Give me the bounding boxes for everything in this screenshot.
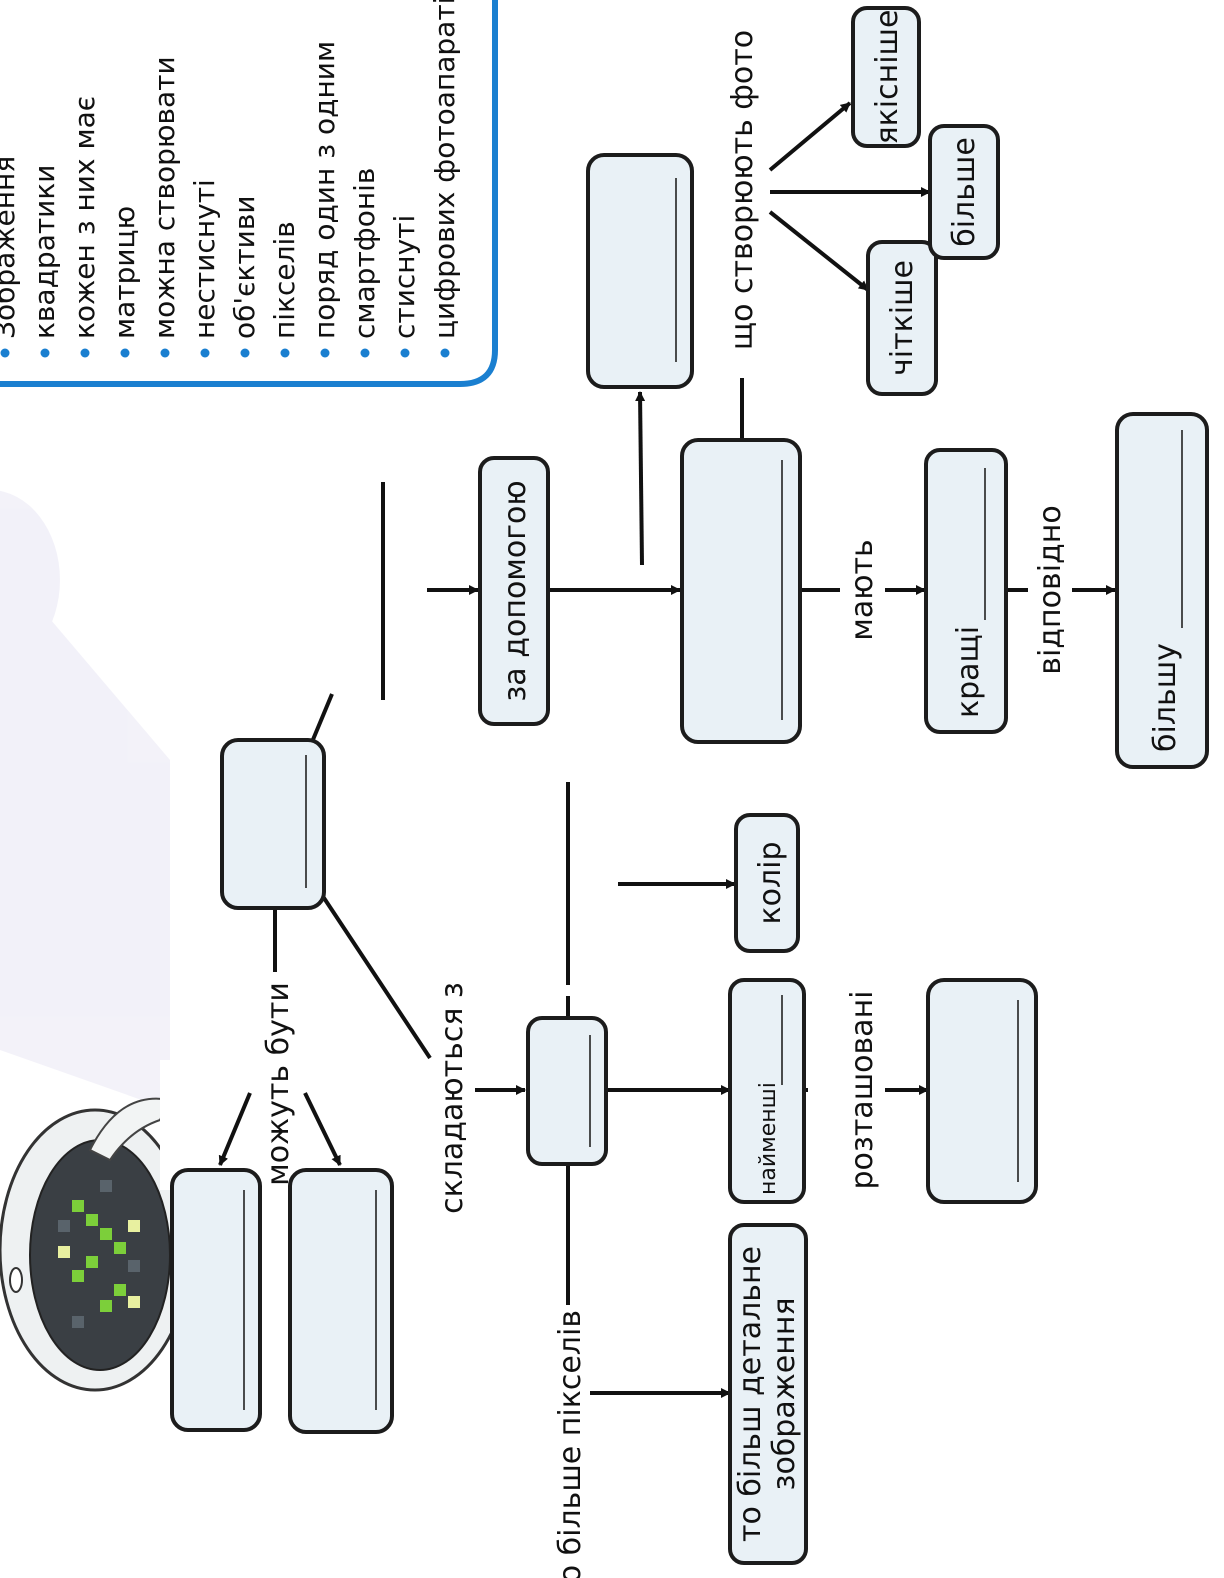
word-bank-item: пікселів [268,221,301,339]
blank-box-main [220,738,326,910]
box-detailed-image-line2: зображення [767,1298,802,1491]
arrow [218,1092,252,1166]
watermark-shape [0,490,170,1110]
label-vidpovidno: відповідно [1033,505,1068,674]
word-bank-item: кожен з них має [68,96,101,339]
box-bilshu: більшу [1115,412,1209,769]
label-mozhut-buty: можуть бути [261,982,296,1186]
box-naimenshi-text: найменші [756,1082,781,1195]
blank-box-pixels [526,1016,608,1166]
box-krashchi: кращі [924,448,1008,734]
label-skladayutsya-z: складаються з [435,982,470,1214]
box-naimenshi: найменші [728,978,806,1204]
word-bank-item: цифрових фотоапаратів [428,0,461,339]
label-mayut: мають [845,539,880,640]
blank-box-type-1 [170,1168,262,1432]
box-bilshe: більше [928,124,1000,260]
arrow [768,210,870,292]
arrow [635,391,646,566]
arrow [303,1092,342,1166]
box-za-dopomohoyu: за допомогою [478,456,550,726]
word-bank-item: смартфонів [348,168,381,339]
word-bank-item: об'єктиви [228,195,261,339]
box-chitkishe: чіткіше [866,240,938,396]
box-detailed-image-line1: то більш детальне [733,1246,768,1542]
blank-box-type-2 [288,1168,394,1434]
box-colir-text: колір [753,841,788,924]
box-bilshe-text: більше [947,137,982,247]
box-bilshu-text: більшу [1148,643,1183,752]
arrow [768,101,852,172]
word-bank-item: Зображення [0,156,21,339]
box-yakisnishe-text: якісніше [870,10,905,145]
word-bank: Зображення квадратики кожен з них має ма… [0,0,461,358]
word-bank-item: матрицю [108,206,141,339]
box-chitkishe-text: чіткіше [885,260,920,376]
blank-box-location [926,978,1038,1204]
box-detailed-image: то більш детальне зображення [728,1223,808,1565]
boxes: колір найменші то більш детальне зображе… [170,6,1209,1565]
word-bank-item: можна створювати [148,56,181,339]
arrows [218,101,1116,1398]
blank-box-top [586,153,694,389]
label-roztashovani: розташовані [845,990,880,1189]
word-bank-item: поряд один з одним [308,41,341,339]
label-shcho-bilshe-pikseliv: що більше пікселів [553,1310,588,1578]
robot-illustration [0,1060,192,1392]
connector-labels: можуть бути складаються з що більше пікс… [261,30,1068,1578]
word-bank-item: нестиснуті [188,179,221,339]
label-shcho-stvoryuyut-foto: що створюють фото [725,30,760,350]
connectors [273,378,1028,1305]
blank-box-device [680,438,802,744]
box-krashchi-text: кращі [951,626,986,718]
word-bank-item: квадратики [28,165,61,339]
box-za-dopomohoyu-text: за допомогою [498,480,533,701]
word-bank-frame [0,0,498,387]
box-yakisnishe: якісніше [851,6,921,148]
box-colir: колір [734,813,800,953]
word-bank-item: стиснуті [388,215,421,339]
